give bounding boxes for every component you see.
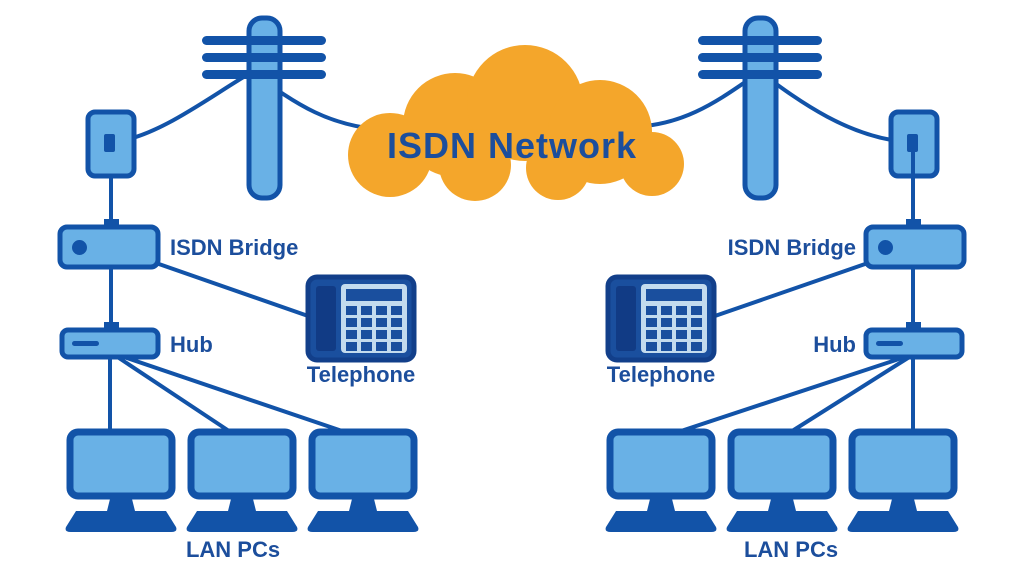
- hub-left-icon: [62, 330, 158, 357]
- lan-pc-right-1-icon: [606, 432, 717, 532]
- isdn-bridge-left-label: ISDN Bridge: [170, 235, 298, 260]
- lan-pc-right-3-icon: [848, 432, 959, 532]
- cable-bridge-phone-left: [154, 261, 313, 319]
- telephone-left-label: Telephone: [307, 362, 415, 387]
- telephone-right-icon: [608, 277, 714, 360]
- cable-hub-pc2-right: [787, 354, 913, 435]
- hub-right-label: Hub: [813, 332, 856, 357]
- cable-hub-pc3-left: [119, 354, 350, 435]
- bridge-port-stub-right: [906, 219, 921, 228]
- hub-left-label: Hub: [170, 332, 213, 357]
- right-site: ISDN Bridge Hub Telephone LAN PCs: [606, 112, 964, 562]
- lan-pc-left-1-icon: [66, 432, 177, 532]
- isdn-network-cloud: ISDN Network: [348, 45, 684, 201]
- hub-right-icon: [866, 330, 962, 357]
- telephone-left-icon: [308, 277, 414, 360]
- cable-hub-pc1-right: [673, 354, 910, 435]
- utility-pole-right-icon: [698, 18, 822, 198]
- lan-pc-left-3-icon: [308, 432, 419, 532]
- isdn-bridge-right-label: ISDN Bridge: [728, 235, 856, 260]
- cloud-label: ISDN Network: [387, 125, 637, 166]
- left-site: ISDN Bridge Hub Telephone LAN PCs: [60, 112, 418, 562]
- bridge-port-stub-left: [104, 219, 119, 228]
- lan-pc-left-2-icon: [187, 432, 298, 532]
- lan-pcs-left-label: LAN PCs: [186, 537, 280, 562]
- cable-hub-pc2-left: [114, 354, 234, 435]
- hub-port-stub-right: [906, 322, 921, 331]
- isdn-bridge-left-icon: [60, 227, 158, 267]
- lan-pcs-right-label: LAN PCs: [744, 537, 838, 562]
- isdn-bridge-right-icon: [866, 227, 964, 267]
- cable-bridge-phone-right: [710, 261, 870, 319]
- wall-jack-left-icon: [88, 112, 134, 176]
- hub-port-stub-left: [104, 322, 119, 331]
- telephone-right-label: Telephone: [607, 362, 715, 387]
- lan-pc-right-2-icon: [727, 432, 838, 532]
